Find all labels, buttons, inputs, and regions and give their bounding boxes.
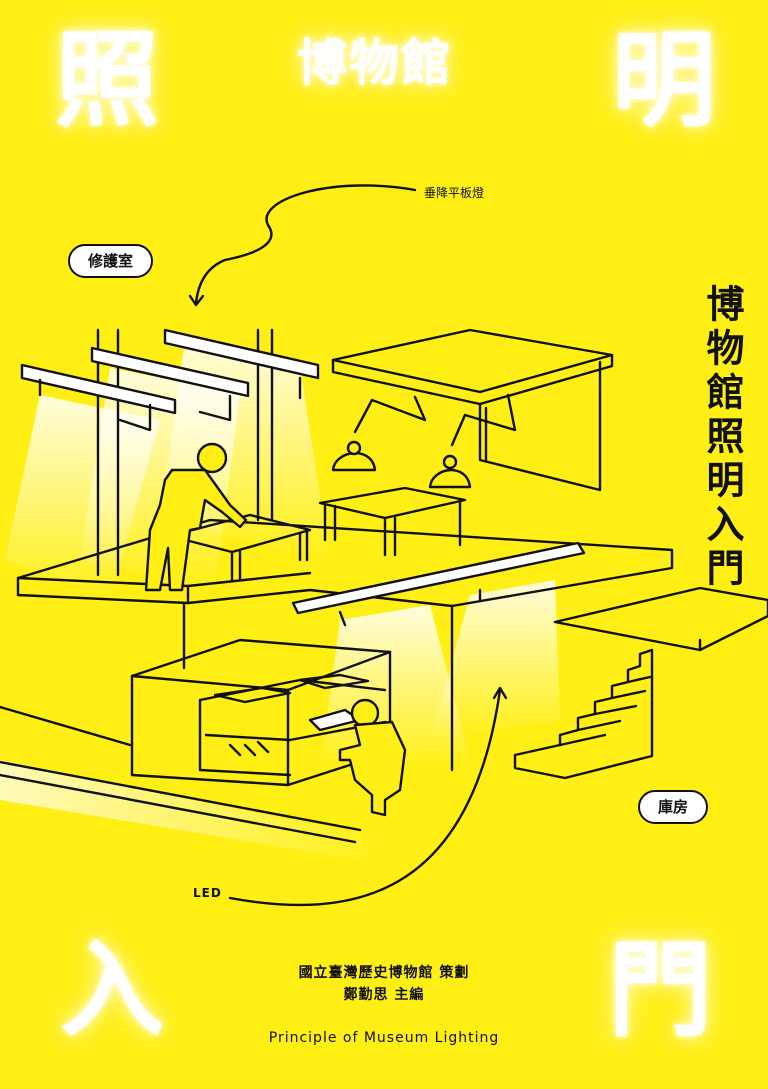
publisher-credit: 國立臺灣歷史博物館 策劃 bbox=[298, 965, 470, 981]
lamp-label: 垂降平板燈 bbox=[424, 186, 485, 200]
room-label-storage: 庫房 bbox=[638, 790, 709, 824]
english-title: Principle of Museum Lighting bbox=[268, 1030, 500, 1046]
floor-lines bbox=[0, 705, 362, 844]
corner-char-bottom-left: 入 bbox=[60, 929, 165, 1051]
room-label-conservation: 修護室 bbox=[68, 244, 154, 278]
corner-char-top-left: 照 bbox=[55, 19, 160, 141]
led-label: LED bbox=[193, 886, 222, 900]
credits: 國立臺灣歷史博物館 策劃 鄭勤思 主編 bbox=[0, 962, 768, 1006]
corner-char-top-right: 明 bbox=[612, 19, 717, 141]
conservator-standing bbox=[144, 442, 248, 592]
stairs bbox=[513, 648, 654, 780]
pendant-lamp-1 bbox=[20, 363, 177, 415]
table-right bbox=[331, 328, 614, 394]
conservator-crouching bbox=[338, 698, 407, 817]
pendant-lamp-2 bbox=[90, 346, 250, 398]
corner-char-bottom-right: 門 bbox=[608, 929, 713, 1051]
storage-platform bbox=[553, 586, 768, 652]
lamp-arrow bbox=[194, 184, 417, 305]
work-table-left bbox=[168, 513, 312, 554]
editor-credit: 鄭勤思 主編 bbox=[343, 987, 425, 1003]
work-table-right bbox=[318, 486, 467, 520]
light-beams bbox=[0, 340, 560, 860]
top-glow-word: 博物館 bbox=[297, 34, 453, 92]
pendant-lamp-3 bbox=[163, 328, 320, 380]
led-arrow bbox=[228, 688, 502, 907]
book-title-vertical: 博物館照明入門 bbox=[700, 284, 744, 592]
task-lamp-2 bbox=[428, 393, 517, 489]
task-lamp-1 bbox=[331, 395, 427, 472]
led-bar bbox=[291, 541, 586, 615]
